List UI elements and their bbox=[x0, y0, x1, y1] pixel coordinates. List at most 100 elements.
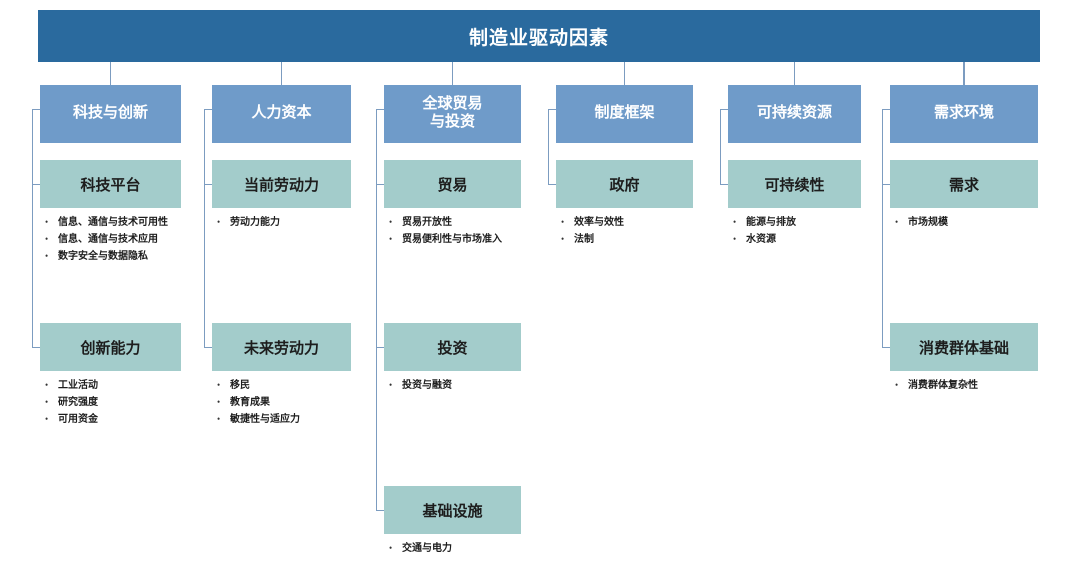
column-header-3[interactable]: 全球贸易与投资 bbox=[384, 85, 521, 143]
bullet-item: •劳动力能力 bbox=[215, 216, 399, 229]
column-header-4[interactable]: 制度框架 bbox=[556, 85, 693, 143]
bullet-dot-icon: • bbox=[389, 543, 393, 553]
connector-stem bbox=[109, 62, 112, 85]
connector-branch bbox=[32, 347, 40, 349]
connector-branch bbox=[548, 184, 556, 186]
connector-elbow-top bbox=[548, 109, 556, 111]
bullet-list-6-1: • 市场规模 bbox=[893, 216, 1080, 233]
bullet-list-6-2: •消费群体复杂性 bbox=[893, 379, 1080, 396]
bullet-item: •消费群体复杂性 bbox=[893, 379, 1080, 392]
bullet-list-1-2: •工业活动•研究强度•可用资金 bbox=[43, 379, 229, 430]
bullet-list-4-1: •效率与效性•法制 bbox=[559, 216, 741, 250]
connector-branch bbox=[204, 347, 212, 349]
column-header-5[interactable]: 可持续资源 bbox=[728, 85, 861, 143]
connector-branch bbox=[882, 347, 890, 349]
column-header-1[interactable]: 科技与创新 bbox=[40, 85, 181, 143]
bullet-item: •效率与效性 bbox=[559, 216, 741, 229]
connector-elbow-top bbox=[882, 109, 890, 111]
bullet-list-3-2: • 投资与融资 bbox=[387, 379, 569, 396]
bullet-text: 法制 bbox=[574, 234, 594, 245]
bullet-dot-icon: • bbox=[561, 217, 565, 227]
column-header-label: 全球贸易与投资 bbox=[422, 96, 483, 130]
group-box-label: 基础设施 bbox=[422, 503, 483, 520]
bullet-item: •工业活动 bbox=[43, 379, 229, 392]
bullet-item: • 市场规模 bbox=[893, 216, 1080, 229]
group-box-label: 当前劳动力 bbox=[243, 177, 319, 194]
connector-stem bbox=[280, 62, 283, 85]
connector-stem bbox=[963, 62, 965, 85]
bullet-dot-icon: • bbox=[561, 234, 565, 244]
connector-spine bbox=[376, 109, 378, 510]
group-box-4-1[interactable]: 政府 bbox=[556, 160, 693, 208]
group-box-label: 消费群体基础 bbox=[918, 340, 1009, 357]
connector-elbow-top bbox=[204, 109, 212, 111]
bullet-dot-icon: • bbox=[895, 380, 899, 390]
bullet-list-2-2: •移民•教育成果•敏捷性与适应力 bbox=[215, 379, 399, 430]
bullet-dot-icon: • bbox=[733, 217, 737, 227]
column-header-2[interactable]: 人力资本 bbox=[212, 85, 351, 143]
group-box-label: 投资 bbox=[437, 340, 468, 357]
group-box-label: 创新能力 bbox=[80, 340, 141, 357]
bullet-dot-icon: • bbox=[45, 414, 49, 424]
bullet-dot-icon: • bbox=[217, 414, 221, 424]
bullet-text: 市场规模 bbox=[908, 217, 948, 228]
bullet-dot-icon: • bbox=[45, 217, 49, 227]
bullet-dot-icon: • bbox=[389, 234, 393, 244]
bullet-dot-icon: • bbox=[895, 217, 899, 227]
bullet-dot-icon: • bbox=[45, 397, 49, 407]
group-box-label: 科技平台 bbox=[80, 177, 141, 194]
bullet-item: • 投资与融资 bbox=[387, 379, 569, 392]
bullet-item: • 贸易便利性与市场准入 bbox=[387, 233, 569, 246]
bullet-dot-icon: • bbox=[217, 217, 221, 227]
bullet-text: 投资与融资 bbox=[402, 380, 452, 391]
connector-stem bbox=[451, 62, 454, 85]
column-header-label: 科技与创新 bbox=[72, 105, 148, 122]
group-box-6-2[interactable]: 消费群体基础 bbox=[890, 323, 1038, 371]
connector-spine bbox=[720, 109, 722, 184]
bullet-dot-icon: • bbox=[217, 397, 221, 407]
bullet-text: 敏捷性与适应力 bbox=[230, 414, 300, 425]
group-box-2-2[interactable]: 未来劳动力 bbox=[212, 323, 351, 371]
bullet-text: 移民 bbox=[230, 380, 250, 391]
column-header-6[interactable]: 需求环境 bbox=[890, 85, 1038, 143]
bullet-text: 信息、通信与技术应用 bbox=[58, 234, 158, 245]
connector-branch bbox=[204, 184, 212, 186]
group-box-label: 可持续性 bbox=[764, 177, 825, 194]
group-box-label: 政府 bbox=[609, 177, 640, 194]
connector-spine bbox=[548, 109, 550, 184]
bullet-text: 交通与电力 bbox=[402, 543, 452, 554]
bullet-dot-icon: • bbox=[45, 380, 49, 390]
bullet-dot-icon: • bbox=[45, 251, 49, 261]
bullet-item: • 交通与电力 bbox=[387, 542, 569, 555]
bullet-item: •贸易开放性 bbox=[387, 216, 569, 229]
bullet-text: 贸易便利性与市场准入 bbox=[402, 234, 502, 245]
diagram-title-bar: 制造业驱动因素 bbox=[38, 10, 1040, 62]
group-box-2-1[interactable]: 当前劳动力 bbox=[212, 160, 351, 208]
group-box-3-1[interactable]: 贸易 bbox=[384, 160, 521, 208]
group-box-3-2[interactable]: 投资 bbox=[384, 323, 521, 371]
group-box-label: 贸易 bbox=[437, 177, 468, 194]
bullet-dot-icon: • bbox=[389, 380, 393, 390]
bullet-item: • 法制 bbox=[559, 233, 741, 246]
group-box-6-1[interactable]: 需求 bbox=[890, 160, 1038, 208]
group-box-3-3[interactable]: 基础设施 bbox=[384, 486, 521, 534]
group-box-label: 需求 bbox=[948, 177, 979, 194]
connector-branch bbox=[720, 184, 728, 186]
connector-branch bbox=[882, 184, 890, 186]
column-header-label: 可持续资源 bbox=[756, 105, 832, 122]
group-box-label: 未来劳动力 bbox=[243, 340, 319, 357]
bullet-dot-icon: • bbox=[389, 217, 393, 227]
bullet-list-3-1: •贸易开放性•贸易便利性与市场准入 bbox=[387, 216, 569, 250]
group-box-1-1[interactable]: 科技平台 bbox=[40, 160, 181, 208]
bullet-text: 可用资金 bbox=[58, 414, 98, 425]
bullet-item: • 可用资金 bbox=[43, 413, 229, 426]
bullet-text: 数字安全与数据隐私 bbox=[58, 251, 148, 262]
connector-stem bbox=[793, 62, 796, 85]
bullet-item: •研究强度 bbox=[43, 396, 229, 409]
group-box-1-2[interactable]: 创新能力 bbox=[40, 323, 181, 371]
connector-branch bbox=[376, 184, 384, 186]
bullet-list-1-1: •信息、通信与技术可用性•信息、通信与技术应用•数字安全与数据隐私 bbox=[43, 216, 229, 267]
connector-branch bbox=[376, 510, 384, 512]
group-box-5-1[interactable]: 可持续性 bbox=[728, 160, 861, 208]
